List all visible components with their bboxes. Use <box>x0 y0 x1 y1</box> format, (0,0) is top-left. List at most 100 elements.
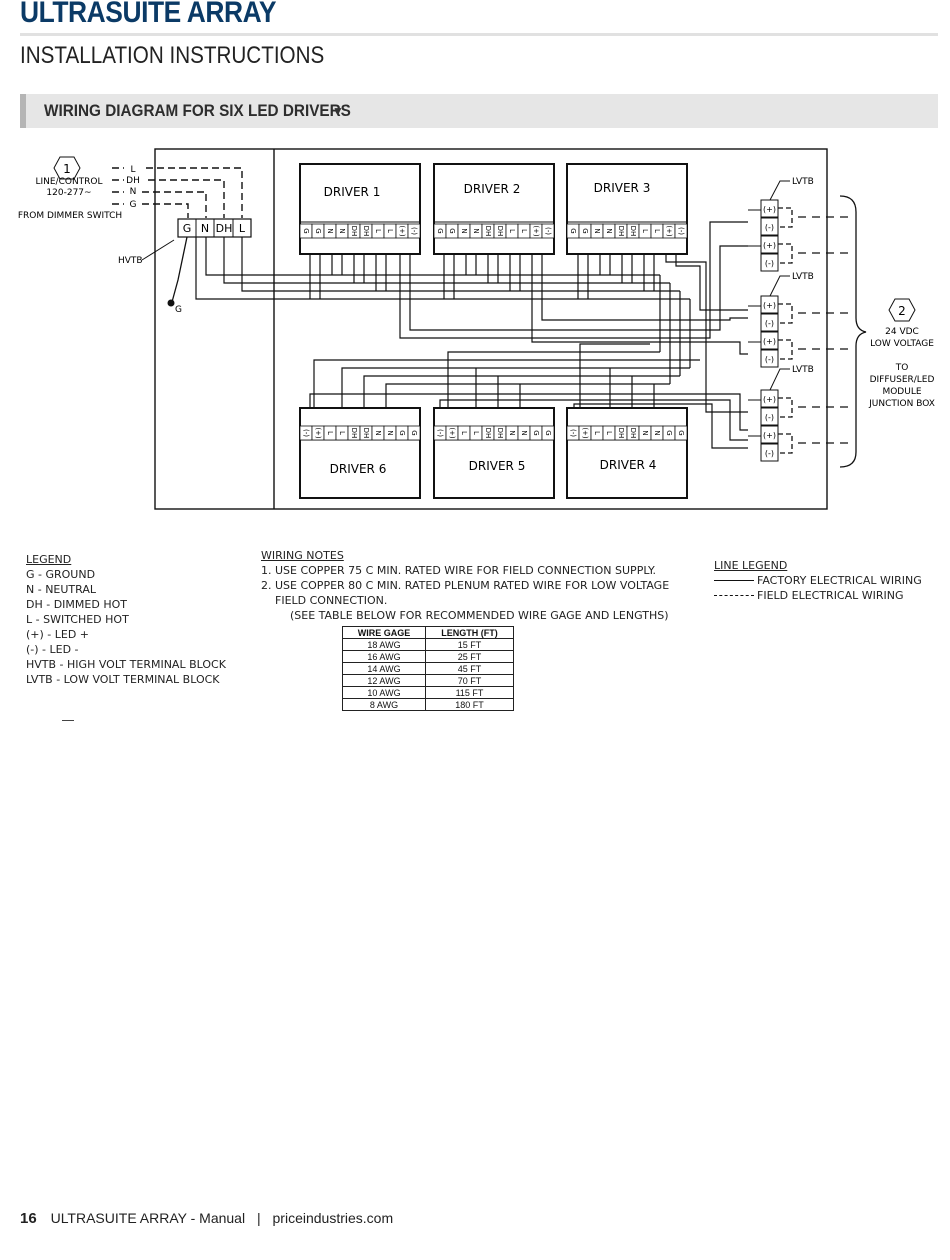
factory-wiring <box>195 221 748 449</box>
lvtb-label-3: LVTB <box>792 365 814 375</box>
lvtb-terminal-label: (-) <box>765 355 774 364</box>
wiring-notes: WIRING NOTES 1. USE COPPER 75 C MIN. RAT… <box>261 548 669 623</box>
table-cell: 8 AWG <box>342 698 426 711</box>
driver-terminal-label: DH <box>350 428 358 439</box>
lvtb-terminal-label: (+) <box>763 337 776 346</box>
hvtb-terminal-l: L <box>239 222 246 235</box>
driver-terminal-label: DH <box>362 428 370 439</box>
lvtb-terminal-label: (-) <box>765 413 774 422</box>
lvtb-terminal-label: (+) <box>763 205 776 214</box>
driver-terminal-cell <box>541 223 555 239</box>
hvtb-terminal-dh: DH <box>216 222 233 235</box>
legend-item: L - SWITCHED HOT <box>26 613 129 626</box>
solid-line-swatch <box>714 580 754 581</box>
driver-terminal-label: (+) <box>665 225 673 237</box>
wiring-note-3: (SEE TABLE BELOW FOR RECOMMENDED WIRE GA… <box>290 609 669 622</box>
lvtb-field-loop <box>778 243 793 264</box>
legend-title: LEGEND <box>26 553 72 566</box>
driver-terminal-cell <box>674 223 688 239</box>
incoming-label-n: N <box>130 187 137 197</box>
driver-5-label: DRIVER 5 <box>469 459 526 473</box>
driver-3: DRIVER 3 <box>566 163 688 255</box>
table-cell: 18 AWG <box>342 638 426 651</box>
table-cell: 70 FT <box>425 674 514 687</box>
driver-terminal-label: L <box>605 431 613 435</box>
header-rule <box>20 33 938 36</box>
legend-item: (-) - LED - <box>26 643 79 656</box>
legend-item: N - NEUTRAL <box>26 583 96 596</box>
section-header[interactable]: WIRING DIAGRAM FOR SIX LED DRIVERS ▼ <box>20 94 938 128</box>
lvtb-label-1: LVTB <box>792 177 814 187</box>
from-dimmer-label: FROM DIMMER SWITCH <box>18 211 122 221</box>
lvtb-terminal-label: (-) <box>765 259 774 268</box>
ground-dot <box>167 299 175 307</box>
driver-terminal-label: G <box>532 430 540 435</box>
driver-terminal-label: N <box>653 430 661 435</box>
lvtb-terminal-label: (+) <box>763 241 776 250</box>
driver-terminal-label: DH <box>362 226 370 237</box>
driver-terminal-label: G <box>302 228 310 233</box>
wiring-note-2a: 2. USE COPPER 80 C MIN. RATED PLENUM RAT… <box>261 579 670 592</box>
lvtb-terminal-label: (-) <box>765 223 774 232</box>
driver-terminal-label: G <box>581 228 589 233</box>
driver-terminal-label: (+) <box>448 427 456 439</box>
driver-2: DRIVER 2 <box>433 163 555 255</box>
driver-terminal-label: G <box>665 430 673 435</box>
right-brace <box>839 195 867 468</box>
driver-terminal-label: DH <box>496 428 504 439</box>
legend: LEGEND G - GROUND N - NEUTRAL DH - DIMME… <box>26 552 226 687</box>
brand-title: ULTRASUITE ARRAY <box>20 0 276 29</box>
factory-wiring-label: FACTORY ELECTRICAL WIRING <box>757 574 922 587</box>
lvtb-blocks: (+)(-)(+)(-)(+)(-)(+)(-)(+)(-)(+)(-) <box>748 199 850 462</box>
lvtb-field-loop <box>778 207 793 228</box>
driver-terminal-label: G <box>398 430 406 435</box>
table-cell: 25 FT <box>425 650 514 663</box>
driver-terminal-label: (-) <box>677 227 685 235</box>
driver-terminal-label: DH <box>484 428 492 439</box>
site-link[interactable]: priceindustries.com <box>272 1210 394 1226</box>
legend-item: (+) - LED + <box>26 628 90 641</box>
enclosure-outline <box>154 148 828 510</box>
driver-terminal-label: (+) <box>581 427 589 439</box>
incoming-label-g: G <box>130 200 137 210</box>
driver-terminal-label: DH <box>350 226 358 237</box>
driver-terminal-label: L <box>386 229 394 233</box>
marker-2-hexagon <box>888 298 916 322</box>
table-cell: 15 FT <box>425 638 514 651</box>
dashed-line-swatch <box>714 595 754 596</box>
driver-terminal-label: N <box>472 228 480 233</box>
driver-terminal-label: N <box>460 228 468 233</box>
driver-terminal-label: L <box>472 431 480 435</box>
lvtb-terminal <box>760 313 779 332</box>
driver-terminal-label: (-) <box>302 429 310 437</box>
driver-terminal-label: N <box>338 228 346 233</box>
driver-5: DRIVER 5 <box>433 407 555 499</box>
hvtb-terminal-n: N <box>201 222 209 235</box>
table-cell: 12 AWG <box>342 674 426 687</box>
stray-mark <box>62 720 74 721</box>
lvtb-field-loop <box>778 339 793 360</box>
driver-terminal-label: G <box>436 228 444 233</box>
driver-terminal-label: L <box>520 229 528 233</box>
wiring-note-2b: FIELD CONNECTION. <box>275 594 388 607</box>
triangle-down-icon[interactable]: ▼ <box>332 104 344 118</box>
driver-1: DRIVER 1 <box>299 163 421 255</box>
lvtb-terminal-label: (+) <box>763 395 776 404</box>
hvtb-terminal-g: G <box>183 222 192 235</box>
page-footer: 16 ULTRASUITE ARRAY - Manual | priceindu… <box>20 1210 393 1227</box>
driver-terminal-label: DH <box>496 226 504 237</box>
wiring-note-1: 1. USE COPPER 75 C MIN. RATED WIRE FOR F… <box>261 564 656 577</box>
driver-1-label: DRIVER 1 <box>324 185 381 199</box>
voltage-label: 120-277~ <box>46 188 91 198</box>
section-accent <box>20 94 26 128</box>
driver-terminal-label: G <box>448 228 456 233</box>
lvtb-terminal-label: (-) <box>765 319 774 328</box>
marker-1-label: 1 <box>63 162 71 176</box>
driver-terminal-label: (+) <box>532 225 540 237</box>
legend-item: HVTB - HIGH VOLT TERMINAL BLOCK <box>26 658 226 671</box>
page-subtitle: INSTALLATION INSTRUCTIONS <box>20 42 325 69</box>
right-label-4: DIFFUSER/LED <box>870 375 935 385</box>
